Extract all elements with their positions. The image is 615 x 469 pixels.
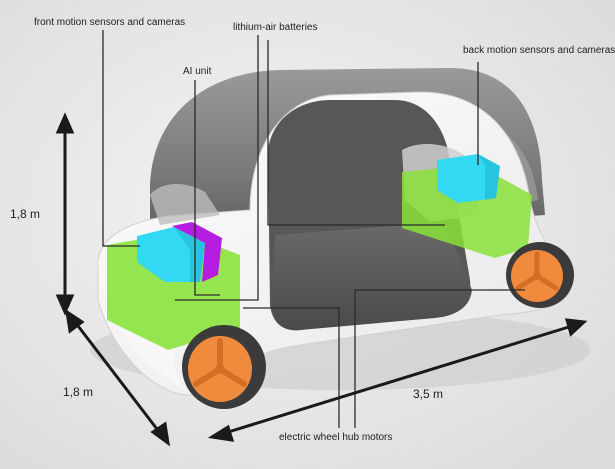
- ai-unit-block: [172, 222, 222, 282]
- interior-floor: [272, 222, 472, 331]
- front-sensor-shade: [174, 227, 205, 282]
- rear-wheel: [506, 242, 574, 308]
- rear-sensor-shade: [478, 154, 500, 200]
- dimension-arrows: [55, 112, 588, 447]
- rear-battery-zone: [402, 165, 532, 258]
- leader-ai-unit: [194, 80, 220, 296]
- label-wheel-motors: electric wheel hub motors: [279, 432, 393, 443]
- leader-wheel-motors-1: [243, 307, 340, 428]
- leader-wheel-motors-2: [354, 289, 525, 428]
- front-seat: [150, 184, 220, 225]
- width-arrow: [73, 321, 162, 434]
- dimension-height: 1,8 m: [10, 207, 41, 221]
- leader-lines: [102, 30, 525, 428]
- label-front-sensors: front motion sensors and cameras: [34, 17, 186, 28]
- length-arrow: [224, 324, 573, 435]
- leader-front-sensors: [102, 30, 140, 247]
- label-batteries: lithium-air batteries: [233, 22, 318, 33]
- label-back-sensors: back motion sensors and cameras: [463, 45, 615, 56]
- dimension-length: 3,5 m: [413, 387, 444, 401]
- leader-batteries-1: [175, 35, 259, 301]
- label-ai-unit: AI unit: [183, 66, 212, 77]
- rear-sensor-block: [437, 154, 500, 203]
- leader-batteries-2: [267, 40, 445, 226]
- dimension-width: 1,8 m: [63, 385, 94, 399]
- front-wheel: [182, 325, 266, 409]
